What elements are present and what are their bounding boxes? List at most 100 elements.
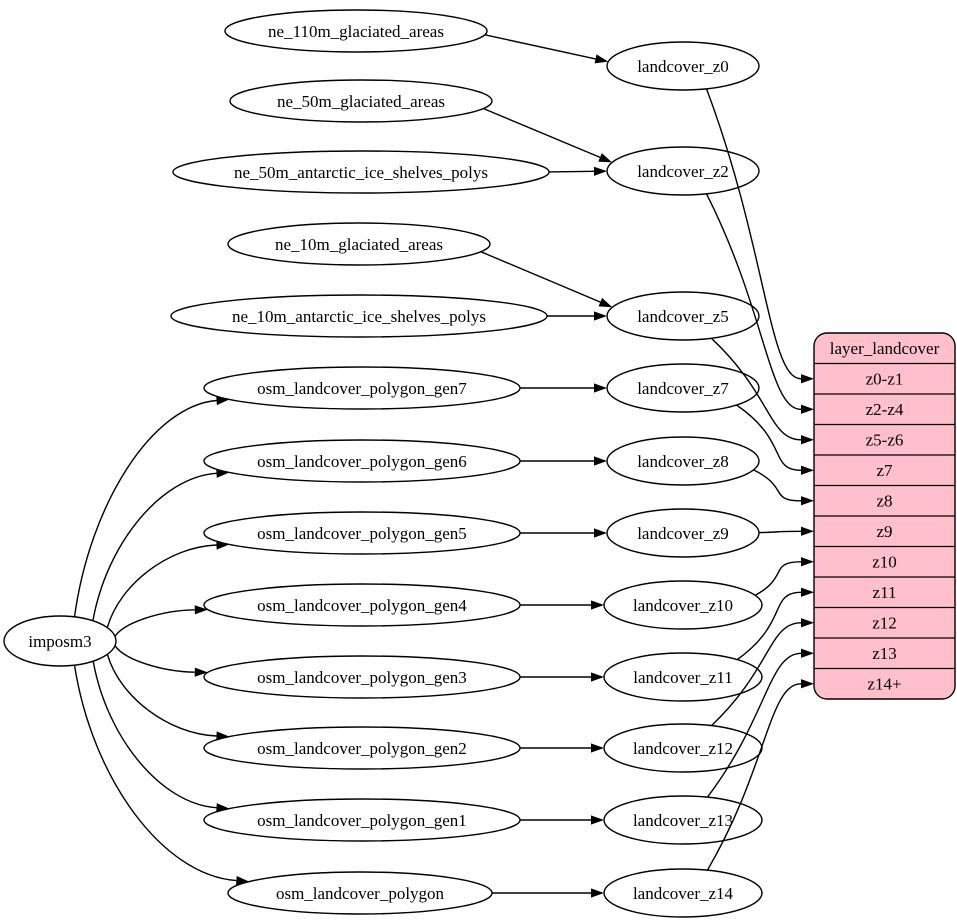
record-row-z13: z13	[872, 644, 897, 663]
record-row-z7: z7	[876, 461, 893, 480]
record-row-z12: z12	[872, 614, 897, 633]
record-layer_landcover: layer_landcoverz0-z1z2-z4z5-z6z7z8z9z10z…	[813, 332, 956, 700]
node-osm_landcover_polygon_gen2: osm_landcover_polygon_gen2	[203, 726, 521, 770]
node-landcover_z2: landcover_z2	[606, 146, 760, 196]
node-landcover_z9: landcover_z9	[606, 508, 760, 558]
node-label-osm_landcover_polygon_gen6: osm_landcover_polygon_gen6	[257, 452, 467, 471]
node-landcover_z7: landcover_z7	[606, 363, 760, 413]
record-row-z5-z6: z5-z6	[866, 431, 904, 450]
record-row-z14+: z14+	[867, 675, 901, 694]
arrowhead	[598, 153, 612, 163]
arrowhead	[801, 587, 814, 597]
arrowhead	[801, 496, 814, 506]
node-landcover_z11: landcover_z11	[603, 652, 763, 702]
edge-imposm3-to-osm_landcover_polygon_gen1	[92, 660, 217, 809]
node-osm_landcover_polygon_gen4: osm_landcover_polygon_gen4	[203, 583, 521, 627]
edge-imposm3-to-osm_landcover_polygon_gen2	[106, 654, 217, 737]
node-osm_landcover_polygon_gen5: osm_landcover_polygon_gen5	[203, 511, 521, 555]
edge-ne_10m_glaciated_areas-to-landcover_z5	[480, 251, 601, 303]
arrowhead	[591, 743, 604, 753]
arrowhead	[216, 803, 230, 813]
node-osm_landcover_polygon_gen3: osm_landcover_polygon_gen3	[203, 655, 521, 699]
edge-landcover_z9-to-layer_landcover-row-z9	[758, 530, 802, 534]
node-landcover_z10: landcover_z10	[603, 580, 763, 630]
node-landcover_z13: landcover_z13	[603, 795, 763, 845]
edge-imposm3-to-osm_landcover_polygon_gen4	[114, 609, 195, 637]
arrowhead	[801, 618, 814, 628]
node-ne_10m_glaciated_areas: ne_10m_glaciated_areas	[227, 222, 491, 266]
arrowhead	[591, 600, 604, 610]
record-row-z2-z4: z2-z4	[866, 400, 904, 419]
node-ellipse-ne_50m_glaciated_areas	[229, 79, 493, 123]
edge-landcover_z12-to-layer_landcover-row-z12	[711, 622, 802, 727]
edge-imposm3-to-osm_landcover_polygon_gen7	[73, 399, 217, 617]
edge-imposm3-to-osm_landcover_polygon_gen3	[114, 645, 195, 673]
arrowhead	[593, 166, 607, 176]
node-landcover_z14: landcover_z14	[603, 868, 763, 918]
edge-landcover_z10-to-layer_landcover-row-z10	[754, 561, 802, 596]
node-label-ne_10m_glaciated_areas: ne_10m_glaciated_areas	[275, 235, 443, 254]
node-ellipse-ne_50m_antarctic_ice_shelves_polys	[172, 150, 550, 194]
node-label-osm_landcover_polygon_gen2: osm_landcover_polygon_gen2	[257, 739, 467, 758]
arrowhead	[216, 468, 230, 478]
edge-ne_110m_glaciated_areas-to-landcover_z0	[484, 34, 596, 60]
node-ellipse-ne_10m_glaciated_areas	[227, 222, 491, 266]
node-label-osm_landcover_polygon_gen5: osm_landcover_polygon_gen5	[257, 524, 467, 543]
edge-landcover_z7-to-layer_landcover-row-z7	[736, 404, 802, 471]
edge-ne_50m_antarctic_ice_shelves_polys-to-landcover_z2	[548, 170, 595, 173]
node-landcover_z8: landcover_z8	[606, 436, 760, 486]
node-osm_landcover_polygon: osm_landcover_polygon	[227, 871, 493, 915]
arrowhead	[801, 679, 814, 689]
arrowhead	[801, 465, 814, 475]
node-ellipse-landcover_z0	[606, 41, 760, 91]
edge-landcover_z13-to-layer_landcover-row-z13	[706, 652, 802, 798]
node-ellipse-ne_110m_glaciated_areas	[224, 9, 488, 53]
node-label-landcover_z11: landcover_z11	[633, 668, 732, 687]
record-row-z10: z10	[872, 553, 897, 572]
arrowhead	[591, 888, 604, 898]
node-label-landcover_z10: landcover_z10	[633, 596, 733, 615]
arrowhead	[591, 815, 604, 825]
arrowhead	[594, 383, 607, 393]
record-row-z0-z1: z0-z1	[866, 370, 904, 389]
node-ellipse-landcover_z2	[606, 146, 760, 196]
node-ellipse-imposm3	[3, 615, 117, 667]
arrowhead	[594, 311, 607, 321]
node-label-ne_50m_glaciated_areas: ne_50m_glaciated_areas	[277, 92, 445, 111]
node-landcover_z5: landcover_z5	[606, 291, 760, 341]
arrowhead	[598, 297, 613, 308]
arrowhead	[801, 404, 814, 414]
arrowhead	[594, 528, 607, 538]
node-label-ne_110m_glaciated_areas: ne_110m_glaciated_areas	[268, 22, 444, 41]
node-label-landcover_z14: landcover_z14	[633, 884, 734, 903]
node-osm_landcover_polygon_gen6: osm_landcover_polygon_gen6	[203, 439, 521, 483]
edge-ne_50m_glaciated_areas-to-landcover_z2	[483, 107, 601, 159]
record-row-z9: z9	[876, 522, 892, 541]
edge-imposm3-to-osm_landcover_polygon_gen6	[92, 472, 217, 621]
arrowhead	[801, 526, 814, 536]
node-label-osm_landcover_polygon_gen7: osm_landcover_polygon_gen7	[257, 379, 467, 398]
node-osm_landcover_polygon_gen7: osm_landcover_polygon_gen7	[203, 366, 521, 410]
edge-landcover_z8-to-layer_landcover-row-z8	[753, 469, 802, 502]
arrowhead	[216, 731, 230, 741]
edge-landcover_z14-to-layer_landcover-row-z14+	[706, 683, 802, 871]
node-label-imposm3: imposm3	[28, 632, 91, 651]
edge-landcover_z0-to-layer_landcover-row-z0-z1	[705, 88, 802, 380]
record-row-z11: z11	[873, 583, 897, 602]
node-ne_50m_glaciated_areas: ne_50m_glaciated_areas	[229, 79, 493, 123]
arrowhead	[594, 456, 607, 466]
node-ne_10m_antarctic_ice_shelves_polys: ne_10m_antarctic_ice_shelves_polys	[170, 294, 548, 338]
arrowhead	[194, 605, 208, 615]
node-label-osm_landcover_polygon: osm_landcover_polygon	[276, 884, 445, 903]
edge-imposm3-to-osm_landcover_polygon	[73, 664, 237, 882]
node-label-landcover_z2: landcover_z2	[637, 162, 729, 181]
node-landcover_z12: landcover_z12	[603, 723, 763, 773]
record-row-z8: z8	[876, 492, 892, 511]
node-label-landcover_z0: landcover_z0	[637, 57, 729, 76]
node-label-osm_landcover_polygon_gen3: osm_landcover_polygon_gen3	[257, 668, 467, 687]
edge-landcover_z2-to-layer_landcover-row-z2-z4	[705, 193, 802, 410]
arrowhead	[591, 672, 604, 682]
node-label-ne_10m_antarctic_ice_shelves_polys: ne_10m_antarctic_ice_shelves_polys	[232, 307, 486, 326]
